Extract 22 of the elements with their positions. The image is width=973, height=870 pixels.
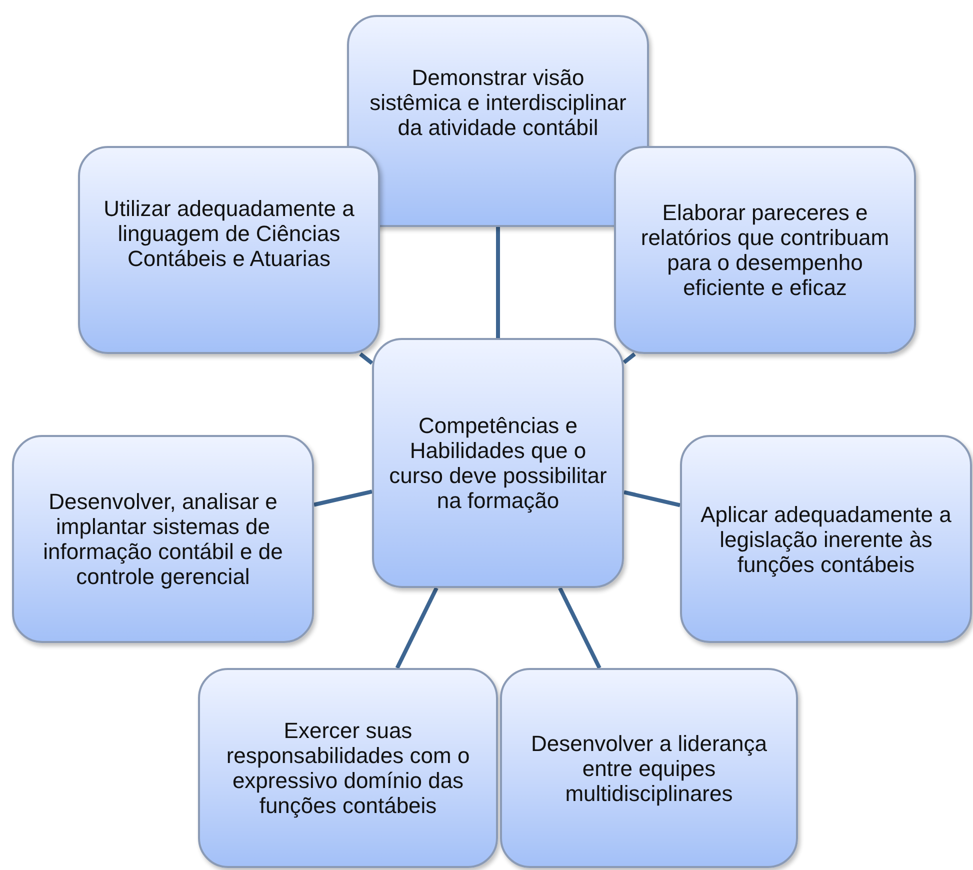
rounded-box xyxy=(680,435,972,643)
rounded-box xyxy=(198,668,498,868)
box-text: Utilizar adequadamente a linguagem de Ciências Contábeis e Atuarias xyxy=(102,196,356,271)
connector-line xyxy=(314,490,372,507)
rounded-box xyxy=(12,435,314,643)
connector-line xyxy=(558,587,602,669)
box-text: Demonstrar visão sistêmica e interdisciplinar da atividade contábil xyxy=(368,65,628,140)
rounded-box xyxy=(78,146,380,354)
rounded-box xyxy=(372,338,624,588)
box-text: Aplicar adequadamente a legislação inerente às funções contábeis xyxy=(700,502,952,576)
box-text: Competências e Habilidades que o curso deve possibilitar na formação xyxy=(388,413,608,513)
rounded-box xyxy=(614,146,916,354)
connector-line xyxy=(496,227,500,338)
connector-line xyxy=(624,490,680,508)
connector-line xyxy=(622,352,636,364)
box-text: Elaborar pareceres e relatórios que contribuam para o desempenho eficiente e eficaz xyxy=(640,200,890,300)
box-text: Desenvolver, analisar e implantar sistemas de informação contábil e de controle gerencial xyxy=(42,489,284,589)
connector-line xyxy=(359,352,374,365)
box-text: Desenvolver a liderança entre equipes multidisciplinares xyxy=(530,730,768,806)
box-text: Exercer suas responsabilidades com o expressivo domínio das funções contábeis xyxy=(225,718,471,818)
rounded-box xyxy=(500,668,798,868)
connector-line xyxy=(395,587,438,669)
